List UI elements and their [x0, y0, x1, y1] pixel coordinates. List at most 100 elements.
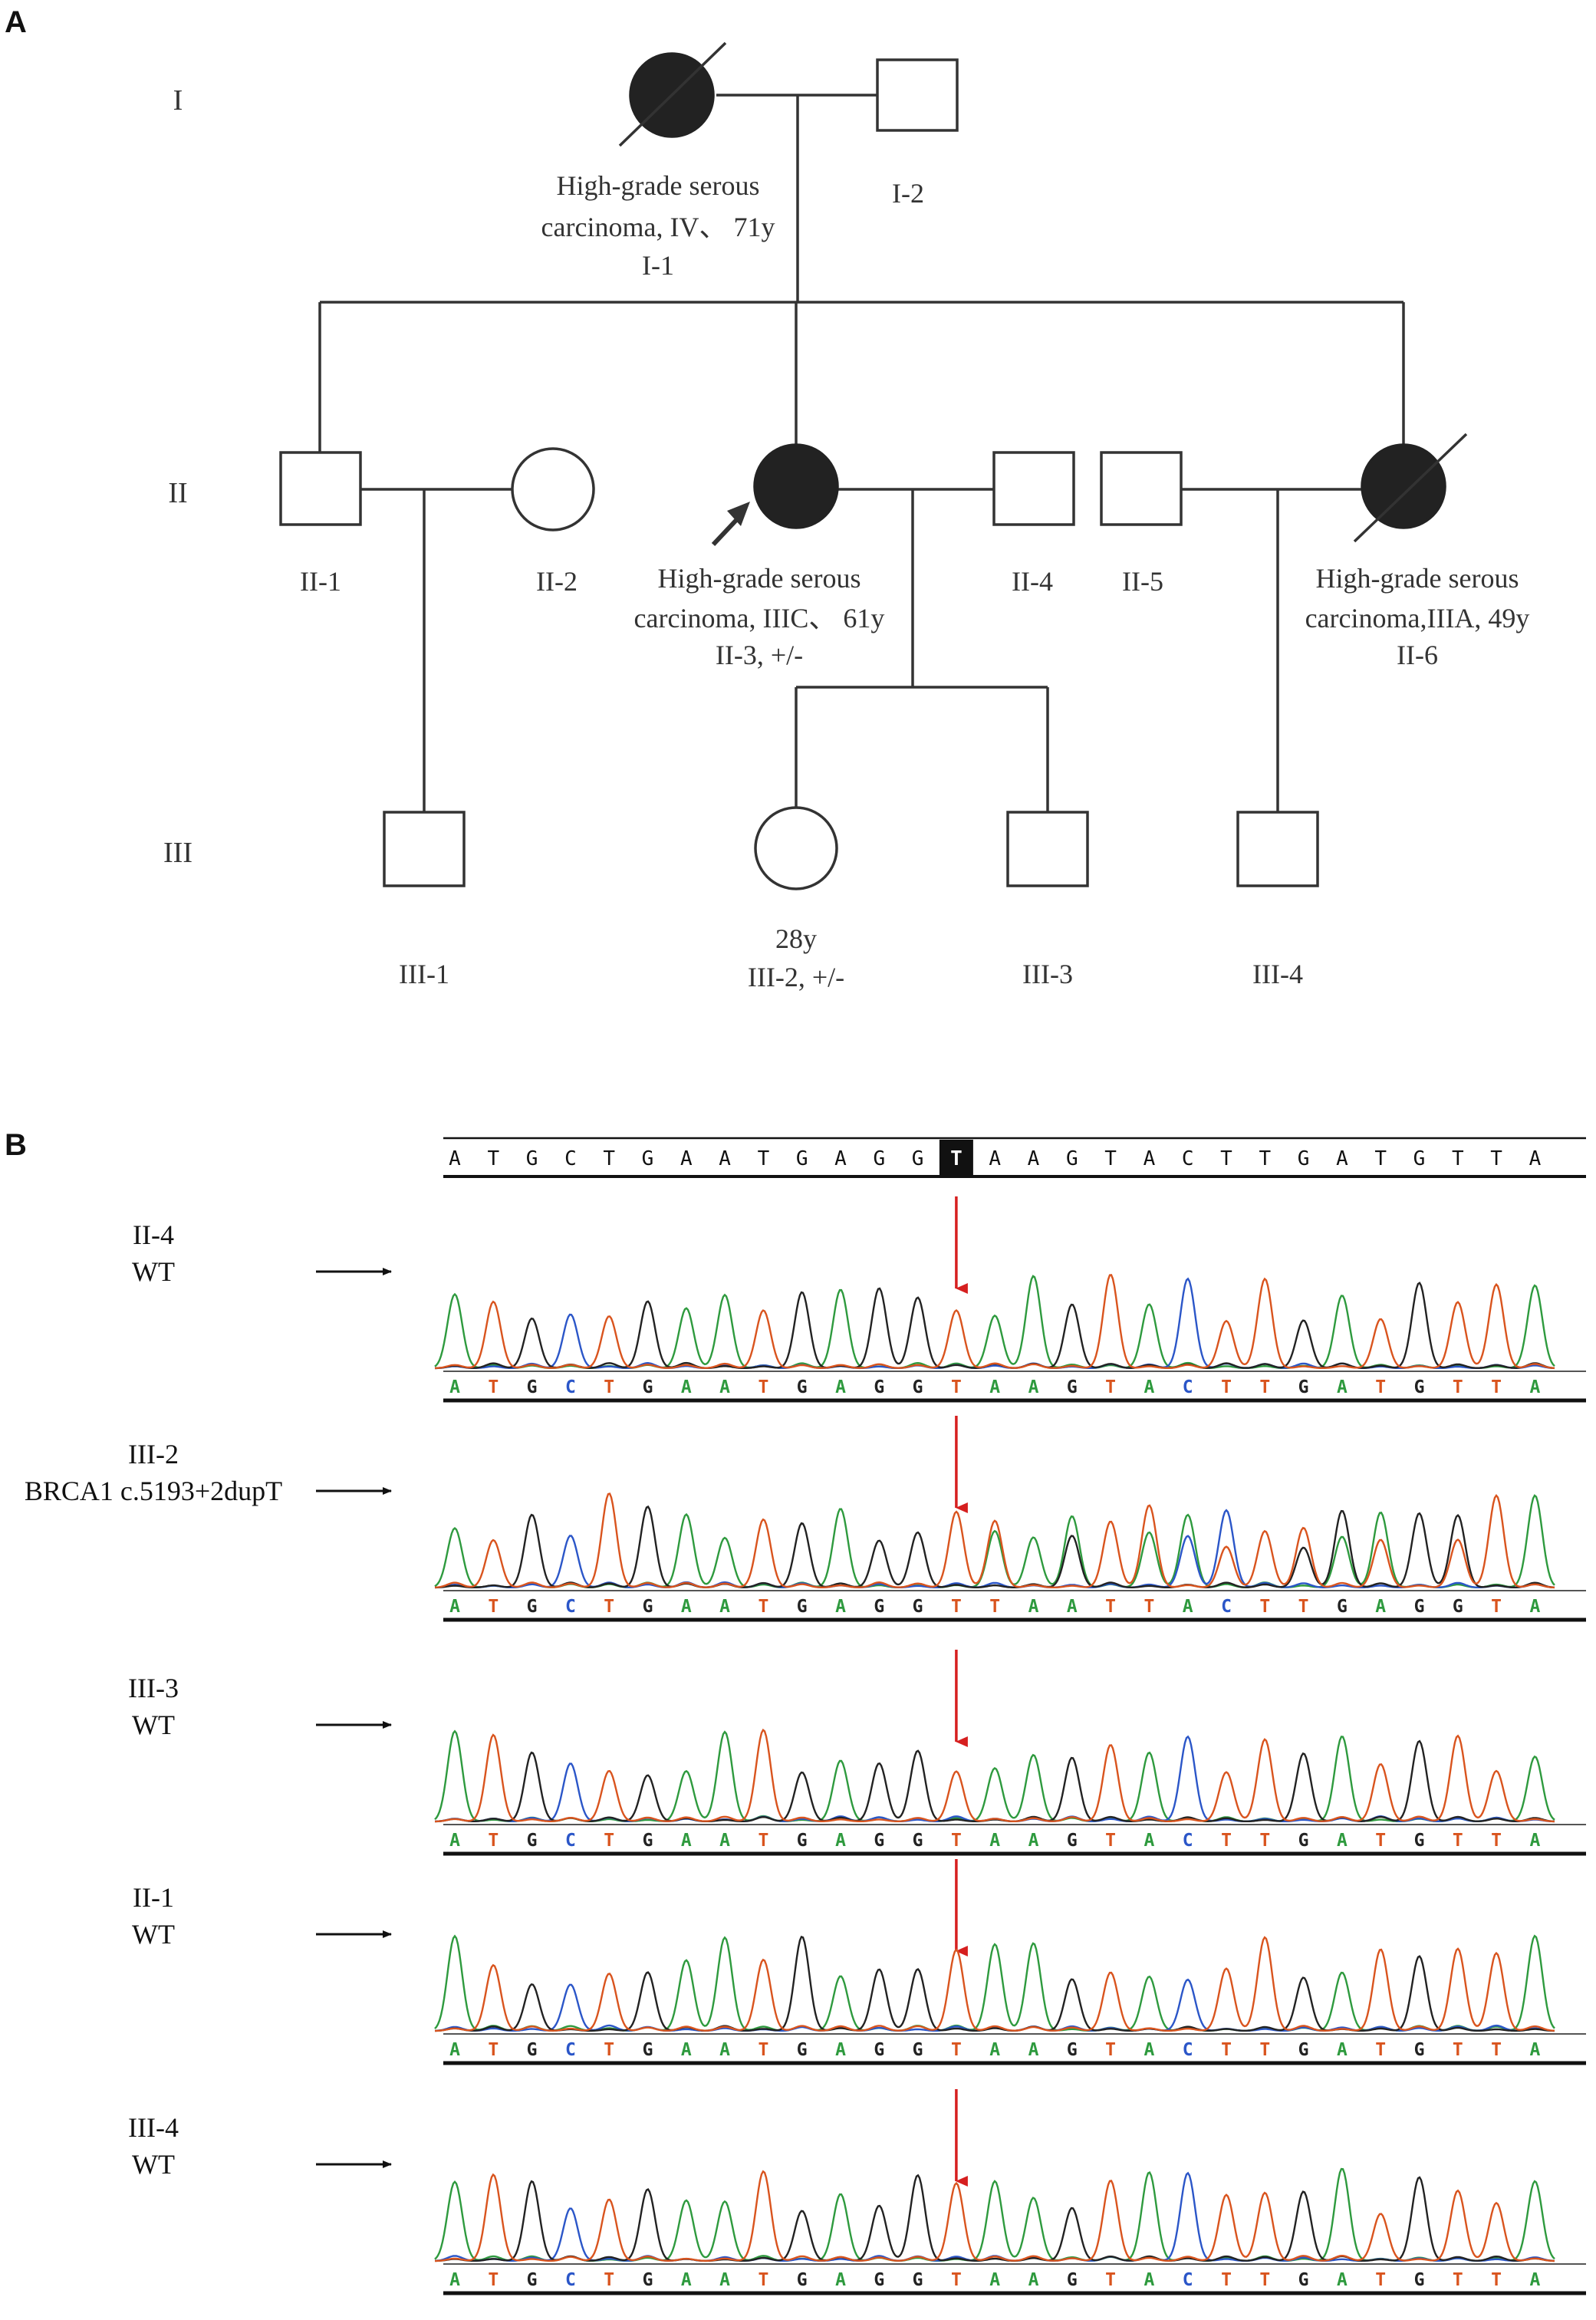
called-base: A: [719, 1597, 730, 1617]
trace-channel-a: [434, 1729, 1555, 1823]
called-base: G: [643, 2270, 653, 2290]
generation-label-ii: II: [168, 477, 187, 509]
called-base: T: [951, 2270, 962, 2290]
called-base: T: [604, 2270, 614, 2290]
trace-channel-g: [435, 1282, 1555, 1370]
called-base: G: [643, 1597, 653, 1617]
reference-base: T: [1259, 1147, 1271, 1170]
panel-a-label: A: [5, 5, 27, 39]
called-base: C: [1183, 2270, 1193, 2290]
called-base: A: [835, 2040, 846, 2060]
trace-id-label: II-1: [133, 1882, 174, 1913]
individual-ii-5-symbol: [1100, 451, 1183, 526]
called-base: T: [604, 1831, 614, 1851]
individual-iii-4-symbol: [1236, 811, 1319, 887]
called-base: T: [951, 1377, 962, 1397]
reference-base: G: [642, 1147, 654, 1170]
called-base: T: [604, 2040, 614, 2060]
called-base: C: [1221, 1597, 1232, 1617]
called-base: C: [565, 1377, 576, 1397]
reference-base: A: [1028, 1147, 1040, 1170]
called-base: A: [449, 1377, 460, 1397]
trace-channel-g: [435, 1505, 1555, 1589]
reference-base: A: [1336, 1147, 1348, 1170]
reference-base: G: [796, 1147, 808, 1170]
called-base: G: [797, 1597, 808, 1617]
called-base: G: [913, 2270, 923, 2290]
called-base: T: [1453, 1377, 1463, 1397]
individual-ii-3-symbol: [753, 443, 839, 529]
trace-channel-g: [435, 1935, 1555, 2032]
called-base: T: [604, 1377, 614, 1397]
proband-arrow-shaft: [711, 516, 740, 547]
note-line: III-2, +/-: [748, 962, 844, 992]
called-base: A: [1529, 1377, 1540, 1397]
called-base: G: [1298, 1831, 1309, 1851]
called-base: T: [989, 1597, 1000, 1617]
called-base: A: [835, 1597, 846, 1617]
trace-channel-c: [435, 1277, 1555, 1370]
called-base: A: [1337, 1831, 1348, 1851]
called-base: G: [1298, 1377, 1309, 1397]
trace-status-label: WT: [132, 1919, 175, 1950]
generation-label-i: I: [173, 84, 183, 117]
reference-base: T: [758, 1147, 770, 1170]
called-base: T: [1221, 2040, 1232, 2060]
called-base: T: [488, 1377, 499, 1397]
called-base: T: [1259, 1597, 1270, 1617]
called-base: A: [449, 1597, 460, 1617]
called-base: A: [1529, 1597, 1540, 1617]
called-base: C: [565, 1597, 576, 1617]
individual-iii-3-symbol: [1006, 811, 1089, 887]
reference-base: C: [564, 1147, 577, 1170]
called-base: T: [1375, 2040, 1386, 2060]
called-base: T: [488, 1597, 499, 1617]
called-base: G: [527, 1377, 538, 1397]
called-base: A: [719, 2270, 730, 2290]
called-base: T: [1105, 2040, 1116, 2060]
called-base: A: [1144, 2270, 1154, 2290]
note-line: 28y: [775, 923, 817, 954]
individual-i-2-label: I-2: [892, 178, 924, 209]
called-base: G: [913, 1377, 923, 1397]
note-line: II-6: [1397, 640, 1438, 670]
called-base: A: [1183, 1597, 1193, 1617]
trace-id-label: III-2: [128, 1439, 179, 1469]
called-base: G: [874, 1597, 884, 1617]
trace-channel-a: [434, 1494, 1555, 1588]
called-base: A: [1529, 2040, 1540, 2060]
individual-iii-2-symbol: [754, 806, 838, 890]
called-base: A: [1028, 2270, 1039, 2290]
called-base: C: [1183, 1377, 1193, 1397]
called-base: T: [1453, 1831, 1463, 1851]
individual-ii-3-note: High-grade serous carcinoma, IIIC、 61y I…: [634, 563, 885, 670]
individual-ii-1-label: II-1: [300, 566, 341, 597]
called-base: G: [797, 2040, 808, 2060]
note-line: High-grade serous: [1316, 563, 1519, 594]
called-base: G: [797, 1831, 808, 1851]
trace-status-label: WT: [132, 1710, 175, 1740]
called-base: T: [1453, 2040, 1463, 2060]
called-base: T: [1105, 1597, 1116, 1617]
called-base: T: [1221, 1377, 1232, 1397]
reference-base: G: [912, 1147, 924, 1170]
proband-arrow-icon: [727, 502, 750, 526]
called-base: A: [989, 1831, 1000, 1851]
called-base: G: [643, 1831, 653, 1851]
called-base: G: [913, 1597, 923, 1617]
called-base: G: [1337, 1597, 1348, 1617]
trace-channel-t: [434, 1492, 1555, 1589]
individual-ii-2-symbol: [511, 447, 595, 531]
called-base: T: [1105, 1377, 1116, 1397]
note-line: II-3, +/-: [716, 640, 803, 670]
individual-i-1-note: High-grade serous carcinoma, IV、 71y I-1: [541, 170, 775, 281]
individual-ii-6-note: High-grade serous carcinoma,IIIA, 49y II…: [1305, 563, 1530, 670]
reference-base: A: [1144, 1147, 1156, 1170]
called-base: T: [1491, 1597, 1502, 1617]
called-base: A: [1337, 2040, 1348, 2060]
called-base: T: [758, 1377, 768, 1397]
called-base: A: [681, 1831, 692, 1851]
called-base: G: [874, 1831, 884, 1851]
